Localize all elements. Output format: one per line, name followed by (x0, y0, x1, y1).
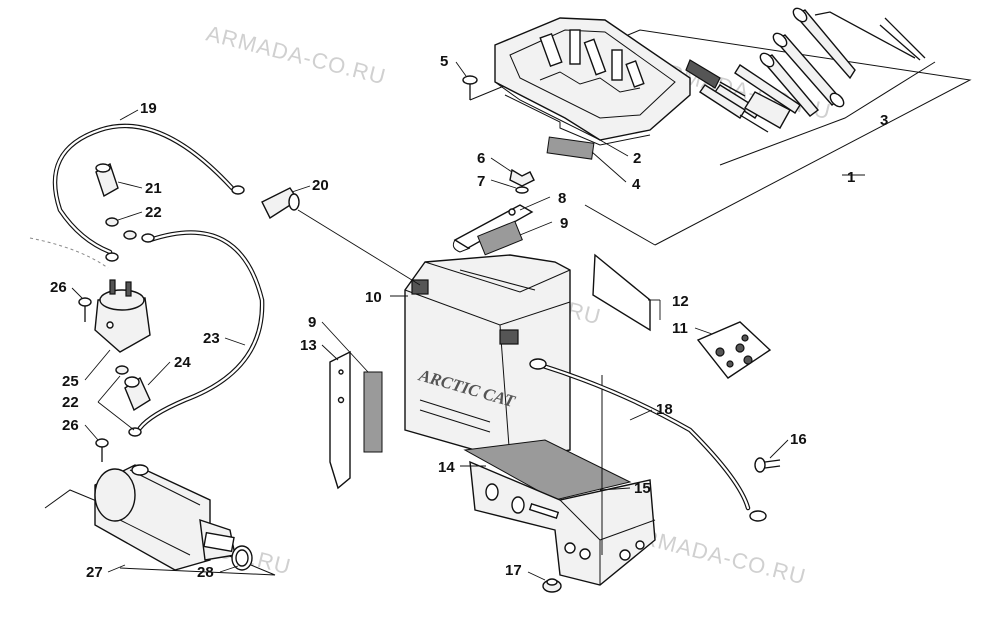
callout-17: 17 (505, 562, 522, 579)
starter-cable[interactable] (128, 230, 265, 437)
leader-lines (71, 61, 789, 581)
callout-24: 24 (174, 354, 191, 371)
callout-27: 27 (86, 564, 103, 581)
starter-motor[interactable] (94, 464, 236, 571)
callout-26-bottom: 26 (62, 417, 79, 434)
terminal-cap[interactable] (95, 162, 119, 198)
callout-4: 4 (632, 176, 641, 193)
tool-tray[interactable] (494, 17, 691, 146)
callout-10: 10 (365, 289, 382, 306)
callout-26-top: 26 (50, 279, 67, 296)
starter-boot[interactable] (124, 376, 151, 412)
battery-strap[interactable] (452, 204, 534, 253)
starter-solenoid[interactable] (94, 279, 151, 353)
callouts: 1 2 3 4 5 6 7 8 9 9 10 11 12 13 14 15 16… (50, 53, 888, 581)
callout-5: 5 (440, 53, 448, 70)
callout-14: 14 (438, 459, 455, 476)
battery[interactable]: ARCTIC CAT (404, 254, 571, 461)
callout-22-bottom: 22 (62, 394, 79, 411)
callout-11: 11 (672, 320, 688, 337)
terminal-boot[interactable] (261, 187, 300, 220)
callout-16: 16 (790, 431, 807, 448)
tray-nut[interactable] (542, 578, 562, 593)
callout-8: 8 (558, 190, 566, 207)
boot-lead-line (297, 209, 421, 286)
callout-18: 18 (656, 401, 673, 418)
callout-21: 21 (145, 180, 162, 197)
callout-23: 23 (203, 330, 220, 347)
tray-foam-pad[interactable] (546, 136, 595, 160)
solenoid-screw[interactable] (78, 297, 92, 322)
hold-down-bracket[interactable] (329, 350, 351, 490)
callout-28: 28 (197, 564, 214, 581)
callout-19: 19 (140, 100, 157, 117)
callout-1: 1 (847, 169, 855, 186)
callout-3: 3 (880, 112, 888, 129)
harness-wire (29, 237, 109, 269)
bracket-foam-pad[interactable] (363, 371, 383, 453)
callout-12: 12 (672, 293, 689, 310)
callout-15: 15 (634, 480, 651, 497)
watermark-top: ARMADA-CO.RU (204, 21, 389, 90)
callout-13: 13 (300, 337, 317, 354)
callout-20: 20 (312, 177, 329, 194)
starter-o-ring[interactable] (231, 545, 253, 571)
positive-cable[interactable] (52, 123, 245, 262)
strap-foam-pad[interactable] (477, 220, 523, 256)
callout-7: 7 (477, 173, 485, 190)
solenoid-nuts[interactable] (105, 217, 137, 375)
battery-base-foam[interactable] (463, 439, 632, 501)
callout-6: 6 (477, 150, 485, 167)
terminal-hardware-kit[interactable] (696, 321, 772, 379)
callout-9-strap: 9 (560, 215, 568, 232)
tray-bolt[interactable] (754, 457, 781, 473)
washer[interactable] (515, 186, 529, 194)
tray-screw[interactable] (462, 75, 478, 100)
negative-cable[interactable] (529, 358, 767, 522)
callout-22-top: 22 (145, 204, 162, 221)
callout-2: 2 (633, 150, 641, 167)
callout-25: 25 (62, 373, 79, 390)
starter-screw[interactable] (95, 438, 109, 462)
wing-nut[interactable] (509, 168, 535, 187)
battery-tray[interactable] (469, 460, 656, 586)
tool-kit[interactable] (685, 6, 926, 133)
callout-9-bracket: 9 (308, 314, 316, 331)
battery-label-sticker[interactable] (592, 253, 651, 332)
